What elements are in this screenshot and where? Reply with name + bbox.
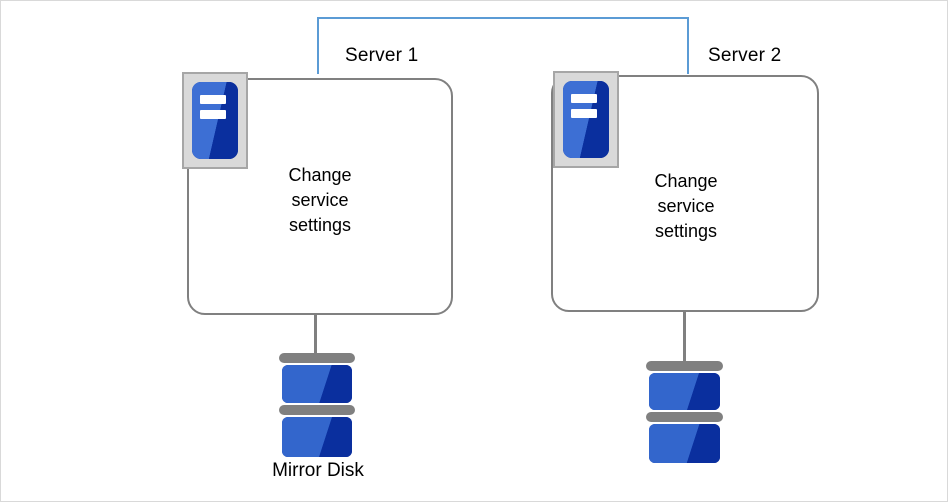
server1-disk-connector — [314, 315, 317, 356]
interconnect-top-segment — [317, 17, 689, 19]
server-chassis-sheen — [192, 82, 238, 159]
disk-slab-sheen — [282, 417, 352, 457]
interconnect-left-segment — [317, 18, 319, 74]
server-chassis — [563, 81, 609, 158]
server1-body-text: Change service settings — [288, 165, 352, 235]
disk-slab-upper — [282, 365, 352, 403]
server-tower-icon-server1 — [182, 72, 248, 169]
disk-slab-upper — [649, 373, 720, 410]
disk-slab-sheen — [282, 365, 352, 403]
server-led-bar-top — [199, 95, 227, 105]
disk-stack-icon-server2 — [646, 361, 723, 463]
server-label-server1: Server 1 — [345, 45, 419, 66]
server2-body-text: Change service settings — [654, 171, 718, 241]
disk-plate-top — [646, 361, 723, 371]
interconnect-right-segment — [687, 18, 689, 74]
disk-label-mirror-disk: Mirror Disk — [272, 460, 364, 481]
disk-plate-middle — [279, 405, 355, 415]
server2-disk-connector — [683, 312, 686, 364]
disk-stack-icon-server1 — [279, 353, 355, 457]
disk-slab-sheen — [649, 424, 720, 463]
server-chassis-sheen — [563, 81, 609, 158]
server-label-server2: Server 2 — [708, 45, 782, 66]
disk-slab-lower — [282, 417, 352, 457]
server-led-bar-top — [570, 94, 598, 104]
disk-slab-lower — [649, 424, 720, 463]
server-chassis — [192, 82, 238, 159]
server-tower-icon-server2 — [553, 71, 619, 168]
disk-plate-top — [279, 353, 355, 363]
disk-plate-middle — [646, 412, 723, 422]
disk-slab-sheen — [649, 373, 720, 410]
server-led-bar-bottom — [199, 109, 227, 119]
server-led-bar-bottom — [570, 108, 598, 118]
